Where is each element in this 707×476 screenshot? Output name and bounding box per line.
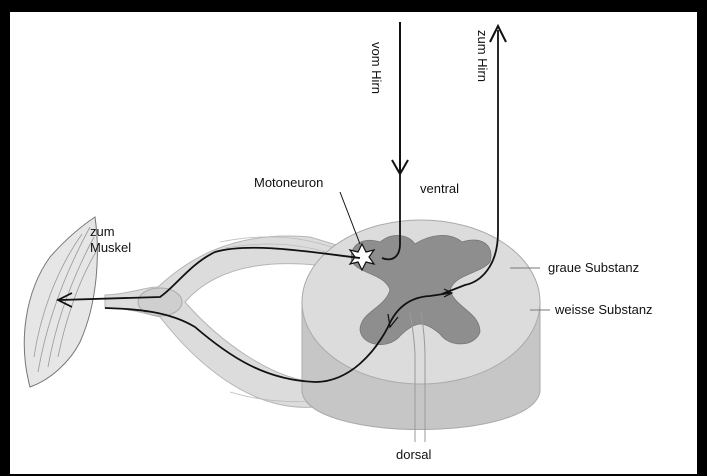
label-zum-muskel-line2: Muskel	[90, 240, 131, 255]
spinal-reflex-diagram: vom Hirn zum Hirn Motoneuron ventral zum…	[10, 12, 697, 474]
spinal-cord	[302, 220, 540, 442]
label-vom-hirn: vom Hirn	[369, 42, 384, 94]
label-motoneuron: Motoneuron	[254, 175, 323, 190]
label-zum-hirn: zum Hirn	[475, 30, 490, 82]
label-zum-muskel-line1: zum	[90, 224, 115, 239]
label-graue-substanz: graue Substanz	[548, 260, 639, 275]
label-ventral: ventral	[420, 181, 459, 196]
label-weisse-substanz: weisse Substanz	[554, 302, 653, 317]
label-dorsal: dorsal	[396, 447, 432, 462]
diagram-canvas: vom Hirn zum Hirn Motoneuron ventral zum…	[10, 12, 697, 474]
